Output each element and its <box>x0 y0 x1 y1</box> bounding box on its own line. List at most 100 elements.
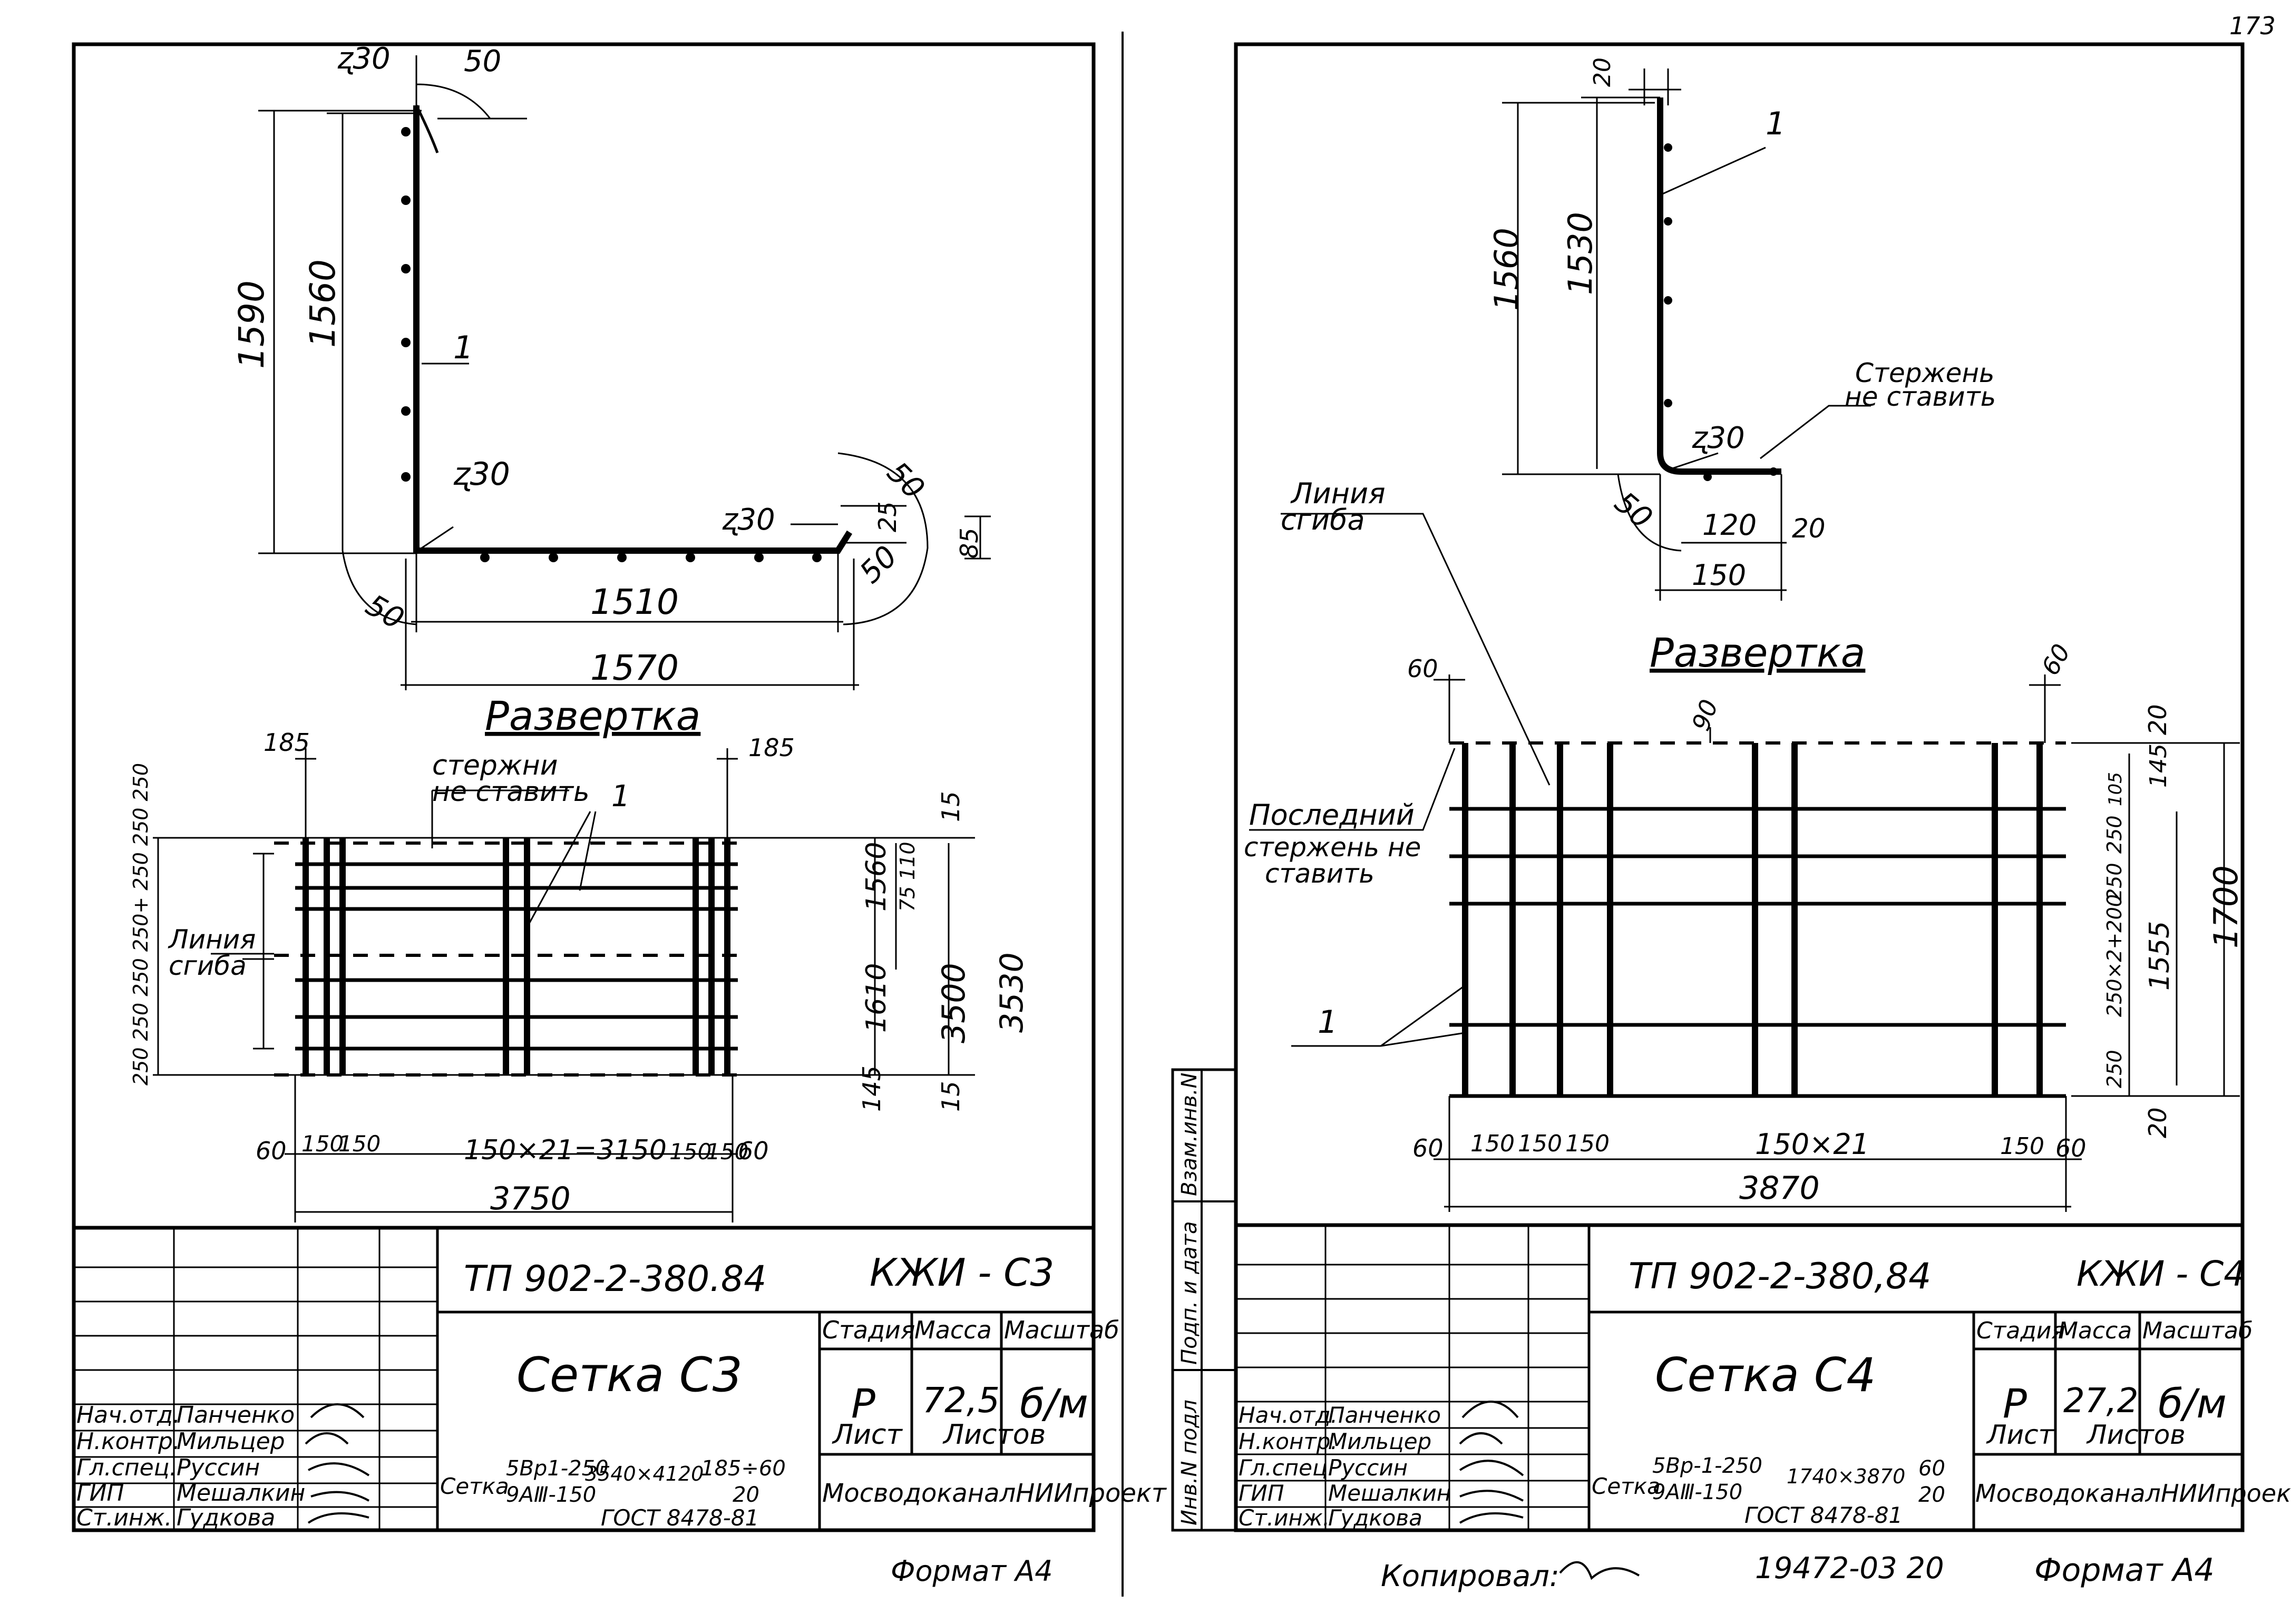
r-rd-250-1: 250 <box>2103 815 2126 854</box>
left-flat-mesh: 185 185 стержни не ставить 1 15 110 75 1… <box>129 728 1030 1222</box>
right-role-0: Нач.отд. <box>1239 1402 1338 1428</box>
dim-angle-left: 50 <box>360 588 410 637</box>
dim-r15-bottom: 15 <box>937 1081 965 1112</box>
dim-b60-r: 60 <box>738 1137 769 1165</box>
left-role-3: ГИП <box>76 1480 124 1506</box>
left-name-0: Панченко <box>177 1402 295 1429</box>
left-org: МосводоканалНИИпроект <box>822 1479 1167 1508</box>
right-spec-f: 20 <box>1918 1483 1945 1507</box>
right-frame <box>1234 42 2245 1532</box>
right-archive: 19472-03 20 <box>1755 1551 1944 1586</box>
copier-signature <box>1559 1561 1640 1580</box>
left-sheet: ʐ30 50 1590 1560 1 ʐ30 ʐ30 50 25 85 50 5… <box>72 42 1167 1588</box>
r-dim-150: 150 <box>1692 559 1746 592</box>
right-sheet: Взам.инв.N Подп. и дата Инв.N подл 20 1 … <box>1171 12 2291 1593</box>
dim-r3500: 3500 <box>935 963 972 1043</box>
right-razvertka-title: Развертка <box>1650 629 1865 676</box>
pos-1-top: 1 <box>453 329 473 366</box>
left-scale: б/м <box>1020 1380 1088 1427</box>
dim-r-top: ʐ30 <box>337 42 391 76</box>
right-spec-c: 9АⅢ-150 <box>1652 1480 1742 1504</box>
left-doc-number: ТП 902-2-380.84 <box>464 1258 766 1300</box>
right-title: Сетка С4 <box>1655 1348 1876 1402</box>
dim-b150-3: 150 <box>669 1139 711 1165</box>
dim-b150x21: 150×21=3150 <box>464 1134 667 1166</box>
dim-r145: 145 <box>857 1065 886 1112</box>
right-spec-b: 5Вр-1-250 <box>1652 1454 1762 1478</box>
left-hdr-scale: Масштаб <box>1004 1316 1119 1344</box>
r-dim-3870: 3870 <box>1739 1170 1820 1207</box>
r-dim-20-top: 20 <box>1589 57 1616 87</box>
r-dim-1530: 1530 <box>1561 212 1600 295</box>
dim-1590: 1590 <box>231 280 272 369</box>
dim-r3530: 3530 <box>993 952 1030 1033</box>
note-pos-1: 1 <box>611 779 630 814</box>
r-bd-150x21: 150×21 <box>1755 1128 1869 1161</box>
left-stage: Р <box>851 1380 875 1427</box>
right-role-3: ГИП <box>1239 1480 1284 1506</box>
right-spec-e: 60 <box>1918 1456 1945 1481</box>
dim-85: 85 <box>955 527 983 559</box>
r-note-2: не ставить <box>1845 381 1996 412</box>
left-role-4: Ст.инж. <box>76 1504 172 1531</box>
dim-angle-r1: 50 <box>880 455 931 506</box>
side-cell-2: Инв.N подл <box>1177 1400 1202 1525</box>
right-stage: Р <box>2003 1380 2027 1427</box>
dim-3750: 3750 <box>490 1180 571 1217</box>
right-doc-number: ТП 902-2-380,84 <box>1629 1256 1931 1297</box>
dim-25: 25 <box>873 501 902 532</box>
left-format: Формат А4 <box>891 1554 1053 1588</box>
left-sheet-code: КЖИ - С3 <box>870 1250 1054 1295</box>
r-dim-20-side: 20 <box>1792 513 1826 544</box>
left-role-1: Н.контр. <box>76 1428 180 1455</box>
right-spec-g: ГОСТ 8478-81 <box>1744 1502 1903 1528</box>
bend-line-1: Линия <box>168 924 256 955</box>
r-rd-250x2: 250×2+200 <box>2103 894 2126 1017</box>
left-spec-b: 5Вр1-250 <box>506 1456 609 1481</box>
r-dim-angle: 50 <box>1608 485 1659 536</box>
left-name-4: Гудкова <box>177 1504 275 1531</box>
r-rd-250-3: 250 <box>2103 1050 2126 1088</box>
left-name-3: Мешалкин <box>177 1480 305 1506</box>
dim-r1560: 1560 <box>861 842 892 912</box>
right-flat-mesh: 60 60 90 Последний стержень не ставить 1… <box>1244 639 2245 1212</box>
right-name-2: Руссин <box>1328 1455 1408 1481</box>
right-spec-d: 1740×3870 <box>1787 1465 1905 1488</box>
right-hdr-scale: Масштаб <box>2142 1317 2253 1344</box>
right-mass: 27,2 <box>2063 1382 2139 1421</box>
left-name-2: Руссин <box>177 1454 260 1481</box>
r-dim-60-left: 60 <box>1407 654 1438 683</box>
note-bars-1: стержни <box>432 750 558 781</box>
r-last-1: Последний <box>1249 798 1415 831</box>
left-sheets-label: Листов <box>942 1419 1046 1451</box>
r-dim-r30: ʐ30 <box>1692 421 1745 455</box>
r-rd-1700: 1700 <box>2207 865 2245 948</box>
dim-b60-l: 60 <box>256 1137 287 1165</box>
right-title-block: ТП 902-2-380,84 КЖИ - С4 Сетка С4 Стадия… <box>1234 1223 2291 1532</box>
left-role-0: Нач.отд. <box>76 1402 180 1429</box>
left-spec-g: ГОСТ 8478-81 <box>601 1505 759 1531</box>
right-spec-a: Сетка <box>1592 1473 1661 1499</box>
left-role-2: Гл.спец. <box>76 1454 177 1481</box>
r-bend-line-1: Линия <box>1290 477 1386 510</box>
left-title: Сетка С3 <box>516 1347 743 1403</box>
r-dim-1560: 1560 <box>1487 228 1526 311</box>
right-role-4: Ст.инж. <box>1239 1505 1330 1531</box>
right-role-1: Н.контр. <box>1239 1429 1338 1454</box>
right-format: Формат А4 <box>2034 1552 2215 1589</box>
dim-b150-1: 150 <box>301 1131 344 1157</box>
dim-1570: 1570 <box>590 648 679 688</box>
r-bd-60-l: 60 <box>1412 1134 1444 1162</box>
right-hdr-stage: Стадия <box>1976 1317 2065 1344</box>
dim-1560: 1560 <box>303 259 343 348</box>
right-hdr-mass: Масса <box>2058 1317 2132 1344</box>
r-bend-line-2: сгиба <box>1281 503 1365 536</box>
r-rd-145: 145 <box>2145 743 2172 788</box>
right-name-0: Панченко <box>1328 1402 1441 1428</box>
r-bd-150-3: 150 <box>1565 1130 1610 1157</box>
left-signatures <box>305 1403 370 1524</box>
dim-b150-4: 150 <box>706 1139 748 1165</box>
left-mass: 72,5 <box>922 1380 1000 1421</box>
r-rd-20-top: 20 <box>2143 704 2172 735</box>
r-rd-105: 105 <box>2105 772 2126 806</box>
